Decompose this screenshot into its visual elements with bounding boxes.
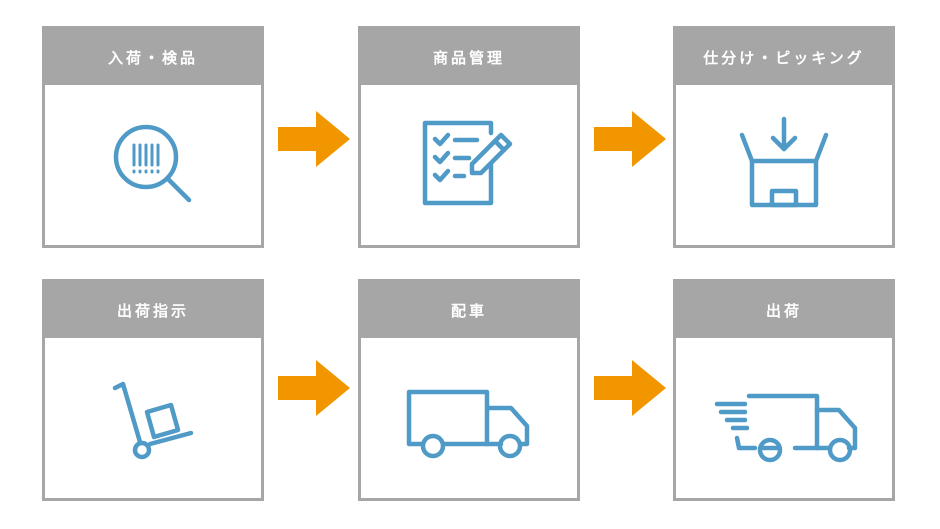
- step-title: 商品管理: [361, 29, 577, 85]
- moving-truck-icon: [714, 393, 858, 463]
- step-title: 仕分け・ピッキング: [676, 29, 892, 85]
- flow-arrow-icon: [278, 111, 350, 167]
- step-title: 配車: [361, 282, 577, 338]
- hand-truck-icon: [112, 381, 194, 460]
- step-card-shipping-order: 出荷指示: [42, 279, 264, 501]
- step-title: 出荷: [676, 282, 892, 338]
- flow-arrow-icon: [594, 111, 666, 167]
- checklist-pencil-icon: [422, 120, 513, 206]
- step-card-picking: 仕分け・ピッキング: [673, 26, 895, 248]
- step-card-receiving: 入荷・検品: [42, 26, 264, 248]
- truck-icon: [406, 389, 530, 459]
- step-card-inventory: 商品管理: [358, 26, 580, 248]
- step-card-dispatch: 配車: [358, 279, 580, 501]
- step-card-shipping: 出荷: [673, 279, 895, 501]
- barcode-magnifier-icon: [113, 124, 192, 203]
- step-title: 入荷・検品: [45, 29, 261, 85]
- flow-arrow-icon: [594, 360, 666, 416]
- step-title: 出荷指示: [45, 282, 261, 338]
- flow-arrow-icon: [278, 360, 350, 416]
- box-arrow-icon: [739, 116, 829, 208]
